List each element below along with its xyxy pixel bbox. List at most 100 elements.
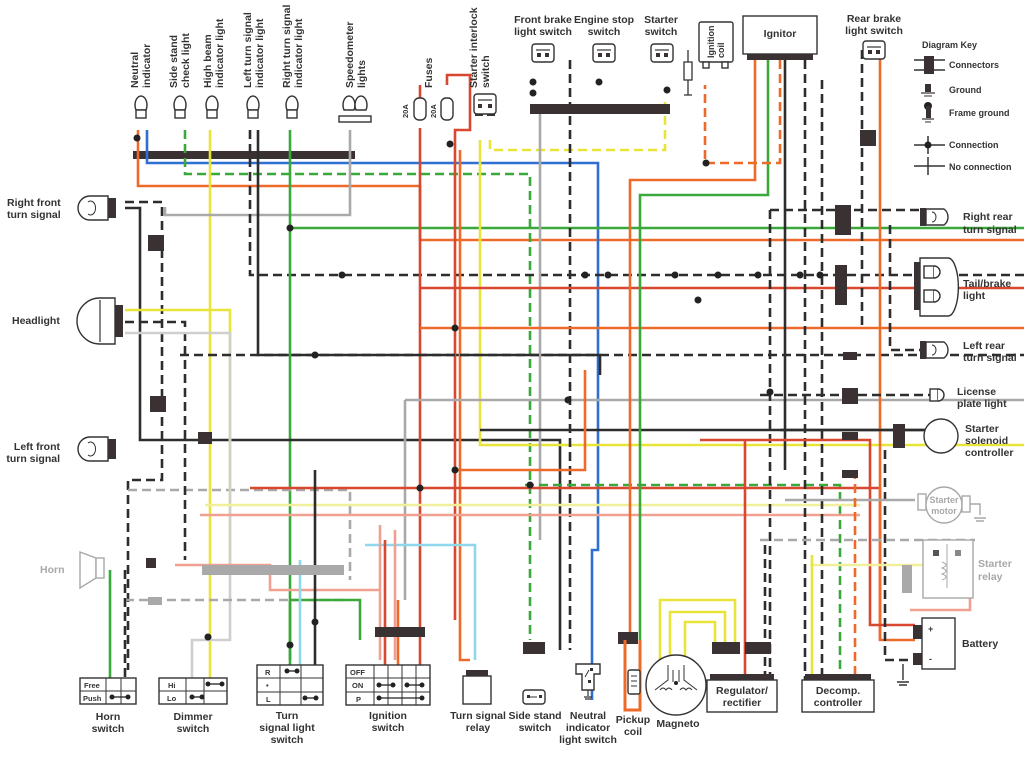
connector <box>842 470 858 478</box>
turn-signal-relay-icon <box>462 670 492 705</box>
junction-dot <box>595 78 603 86</box>
starter-relay-icon <box>922 539 974 599</box>
connector <box>843 352 857 360</box>
wire-lightgray-headlight <box>125 331 232 680</box>
wires <box>108 50 1024 700</box>
junction-dot <box>133 134 141 142</box>
wire-black-dashed-indicator <box>248 130 1024 277</box>
bulb-neutral-indicator <box>134 95 148 119</box>
right-front-turn-signal-icon <box>77 195 116 221</box>
junction-dot <box>446 140 454 148</box>
junction-dot <box>694 296 702 304</box>
dimmer-switch-table: Hi Lo <box>158 677 228 705</box>
connector <box>618 632 638 644</box>
junction-dot <box>796 271 804 279</box>
junction-dot <box>564 396 572 404</box>
label-ignitor: Ignitor <box>764 28 797 40</box>
connector <box>146 558 156 568</box>
fuses: Fuses 20A 20A <box>401 57 454 121</box>
wire-blue <box>145 130 600 700</box>
label-left-turn-signal-indicator: Left turn signalindicator light <box>242 12 266 88</box>
svg-text:-: - <box>929 654 932 664</box>
junctions <box>133 78 824 649</box>
turn-signal-switch-table: R • L <box>256 664 324 706</box>
tail-brake-light-icon <box>914 257 960 317</box>
svg-text:Lo: Lo <box>167 694 177 703</box>
horn-switch-table: Free Push <box>79 677 137 705</box>
wire-black-left-turn <box>256 130 602 375</box>
connector <box>148 235 164 251</box>
wire-pink-2 <box>378 525 397 660</box>
wire-gray-horizontal <box>403 398 1024 600</box>
label-fuses: Fuses <box>423 57 435 88</box>
key-no-connection-icon <box>914 157 945 175</box>
connector <box>835 265 847 305</box>
wire-yellow-magneto-1 <box>658 598 737 660</box>
decomp-controller-icon <box>801 674 875 713</box>
junction-dot <box>529 89 537 97</box>
wire-pink-relay <box>910 596 972 612</box>
wire-yellow-magneto-3 <box>683 620 717 660</box>
junction-dot <box>663 86 671 94</box>
connector <box>198 432 212 444</box>
wire-lightblue <box>365 543 477 660</box>
starter-solenoid-controller-icon <box>923 418 959 454</box>
wire-red-fuse-2 <box>445 73 472 620</box>
fuse-2 <box>440 97 454 121</box>
starter-interlock-switch: Starter interlockswitch <box>468 7 497 115</box>
bulb-side-stand-check <box>173 95 187 119</box>
svg-text:P: P <box>356 695 361 704</box>
wire-black-headlight <box>125 320 187 560</box>
junction-dot <box>529 78 537 86</box>
junction-dot <box>816 271 824 279</box>
junction-dot <box>581 271 589 279</box>
wire-gray-center <box>538 108 568 540</box>
wire-orange-rear-brake <box>878 50 915 642</box>
svg-text:•: • <box>266 681 269 690</box>
connector <box>860 130 876 146</box>
left-front-turn-signal-icon <box>77 436 116 462</box>
bulb-right-turn-indicator <box>285 95 299 119</box>
wire-black-left-frame <box>125 206 562 650</box>
key-connectors-icon <box>914 56 945 74</box>
junction-dot <box>311 618 319 626</box>
connector <box>893 424 905 448</box>
label-speedometer-lights: Speedometerlights <box>344 21 368 88</box>
wire-red-solenoid <box>700 438 915 627</box>
connector <box>902 565 912 593</box>
key-connection-icon <box>914 136 945 154</box>
label-right-turn-signal-indicator: Right turn signalindicator light <box>281 5 305 88</box>
junction-dot <box>204 633 212 641</box>
wire-red-horizontal-2 <box>250 486 882 640</box>
license-plate-light-icon <box>929 388 945 402</box>
label-regulator-rectifier: Regulator/rectifier <box>716 685 768 709</box>
key-connection-label: Connection <box>949 140 999 150</box>
key-ground-label: Ground <box>949 85 982 95</box>
connector <box>148 597 162 605</box>
left-rear-turn-signal-icon <box>920 341 949 359</box>
junction-dot <box>754 271 762 279</box>
regulator-rectifier-icon <box>706 674 778 713</box>
wire-yellow-center <box>478 140 1024 447</box>
label-decomp-controller: Decomp.controller <box>814 685 862 709</box>
wire-black-dashed-tail <box>888 225 925 352</box>
bulb-speedometer-lights <box>338 95 372 123</box>
connector <box>523 642 545 654</box>
svg-text:Free: Free <box>84 681 100 690</box>
wire-green-ignitor <box>638 60 770 690</box>
junction-dot <box>286 641 294 649</box>
junction-dot <box>714 271 722 279</box>
